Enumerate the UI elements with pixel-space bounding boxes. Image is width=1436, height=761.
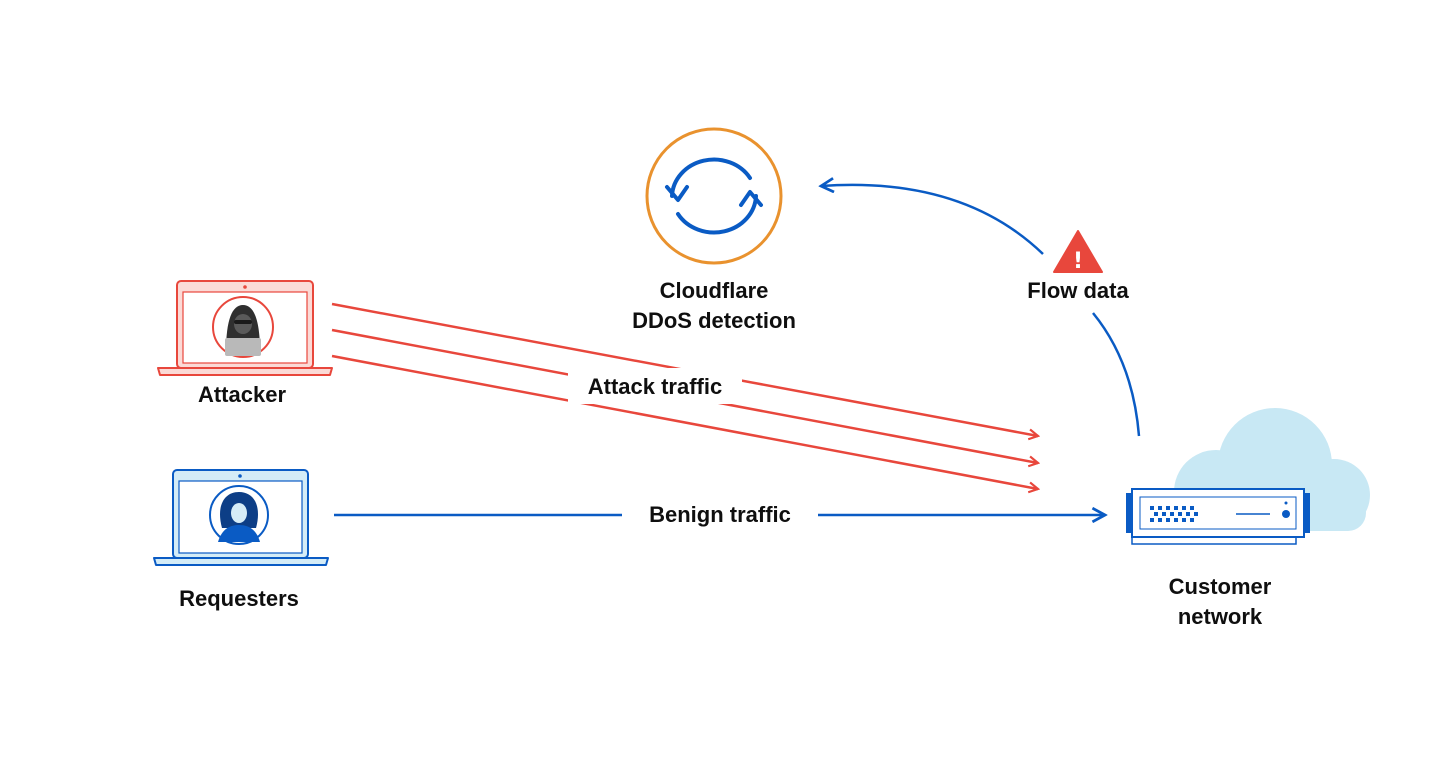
flow-data-label: Flow data [1027, 278, 1129, 303]
hooded-hacker-icon [212, 296, 274, 358]
server-appliance-icon [1126, 488, 1310, 545]
detection-label-line2: DDoS detection [632, 308, 796, 333]
attacker-label: Attacker [198, 382, 286, 407]
flow-data-arc [821, 185, 1141, 437]
requesters-label: Requesters [179, 586, 299, 611]
svg-text:!: ! [1073, 249, 1083, 274]
person-icon [209, 485, 269, 545]
detection-label-line1: Cloudflare [660, 278, 769, 303]
refresh-cycle-icon [645, 127, 783, 265]
attack-line-3 [331, 354, 1038, 489]
attack-traffic-label: Attack traffic [588, 374, 722, 399]
attack-traffic-label-bg [568, 368, 742, 404]
customer-label-line2: network [1178, 604, 1263, 629]
benign-traffic-label: Benign traffic [649, 502, 791, 527]
warning-triangle-icon: ! [1053, 230, 1103, 274]
customer-label-line1: Customer [1169, 574, 1272, 599]
